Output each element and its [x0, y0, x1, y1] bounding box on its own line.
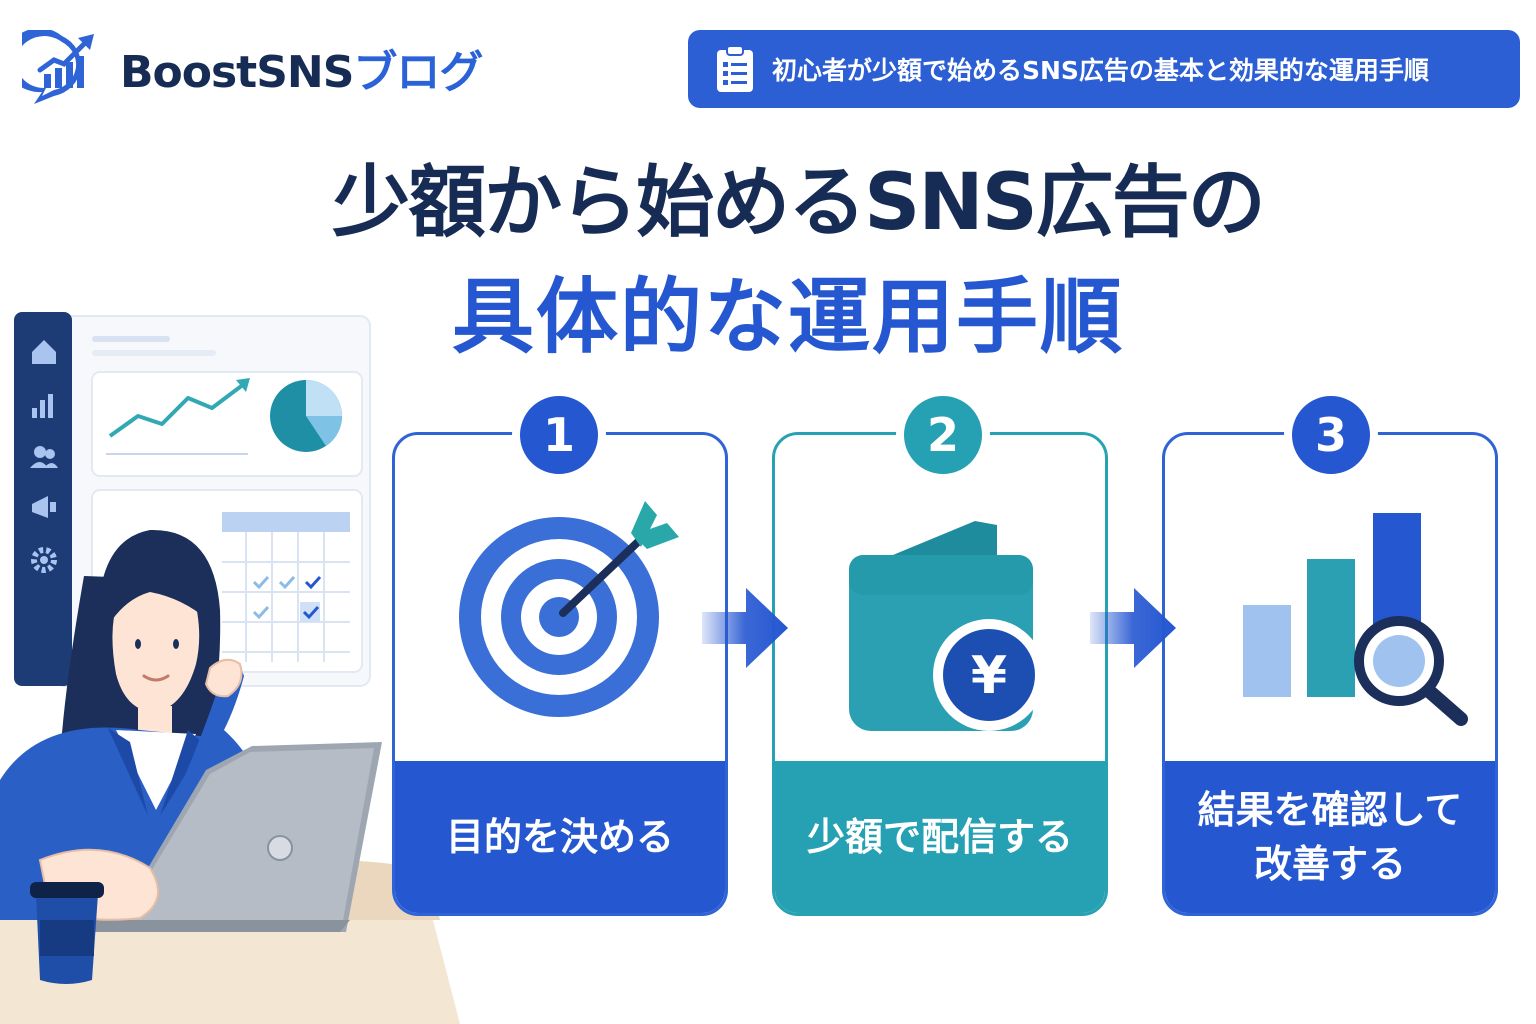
step-number-1: 1 — [512, 388, 606, 482]
arrow-right-icon — [702, 588, 788, 668]
brand-name-suffix: ブログ — [353, 47, 483, 98]
growth-chart-bubble-icon — [22, 30, 94, 104]
woman-with-laptop-illustration — [0, 529, 460, 1024]
step-label-2-line1: 少額で配信する — [806, 815, 1073, 859]
wallet-yen-icon: ¥ — [849, 521, 1045, 731]
brand-name: BoostSNSブログ — [120, 36, 483, 100]
topic-text: 初心者が少額で始めるSNS広告の基本と効果的な運用手順 — [772, 56, 1429, 85]
headline-line2: 具体的な運用手順 — [451, 270, 1124, 365]
step-number-2: 2 — [896, 388, 990, 482]
topic-banner: 初心者が少額で始めるSNS広告の基本と効果的な運用手順 — [688, 30, 1520, 108]
step-label-3-line2: 改善する — [1253, 842, 1406, 886]
arrow-right-icon — [1090, 588, 1176, 668]
step-label-3: 結果を確認して 改善する — [1165, 761, 1495, 913]
step-label-3-line1: 結果を確認して — [1197, 788, 1463, 832]
chart-magnifier-icon — [1243, 513, 1468, 726]
svg-text:¥: ¥ — [971, 646, 1007, 706]
clipboard-icon — [717, 45, 753, 92]
step-card-1: 目的を決める — [392, 432, 728, 916]
headline-line1: 少額から始めるSNS広告の — [332, 158, 1266, 248]
step-label-1-line1: 目的を決める — [445, 815, 674, 859]
brand-name-main: BoostSNS — [120, 47, 354, 98]
step-label-2: 少額で配信する — [775, 761, 1105, 913]
step-card-3: 結果を確認して 改善する — [1162, 432, 1498, 916]
target-icon — [459, 501, 679, 717]
step-number-3: 3 — [1284, 388, 1378, 482]
step-label-1: 目的を決める — [395, 761, 725, 913]
step-card-2: ¥ 少額で配信する — [772, 432, 1108, 916]
brand-logo[interactable]: BoostSNSブログ — [22, 30, 483, 106]
